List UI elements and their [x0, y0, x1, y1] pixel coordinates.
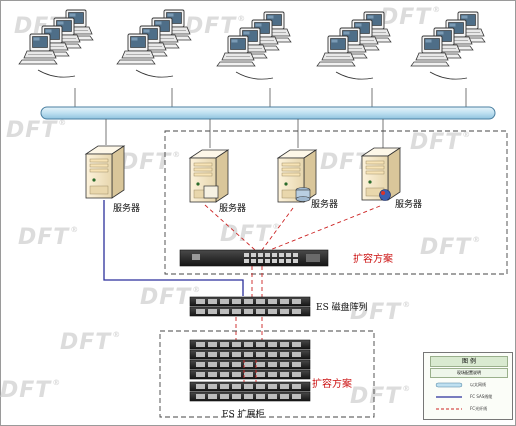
watermark: DFT® — [6, 118, 68, 143]
watermark: DFT® — [410, 130, 472, 155]
server-1 — [85, 145, 125, 199]
es-expansion-cabinet — [189, 339, 311, 402]
server-label-4: 服务器 — [395, 200, 423, 210]
watermark: DFT® — [185, 14, 247, 39]
watermark: DFT® — [0, 378, 62, 403]
legend: 图 例 现场配置说明 以太网线 FC SAS线缆 FC光纤线 — [423, 352, 513, 420]
globe-icon — [379, 189, 391, 201]
workstation-group-1 — [19, 10, 93, 77]
watermark: DFT® — [380, 5, 442, 30]
fc-fiber-cable-icon — [436, 408, 462, 410]
expansion-label-cabinets: 扩容方案 — [312, 379, 352, 390]
watermark: DFT® — [60, 330, 122, 355]
watermark: DFT® — [350, 300, 412, 325]
watermark: DFT® — [120, 150, 182, 175]
expansion-box-cabinets — [159, 330, 375, 418]
workstation-group-2 — [117, 10, 191, 77]
watermark: DFT® — [420, 235, 482, 260]
fc-sas-cable-icon — [436, 396, 462, 398]
legend-item: FC SAS线缆 — [432, 392, 506, 402]
server-label-1: 服务器 — [113, 204, 141, 214]
legend-subtitle: 现场配置说明 — [430, 368, 508, 378]
watermark: DFT® — [140, 285, 202, 310]
network-backbone — [40, 106, 496, 120]
workstation-group-4 — [317, 12, 391, 79]
expansion-box-servers — [164, 130, 508, 275]
es-disk-array-label: ES 磁盘阵列 — [316, 303, 368, 313]
ethernet-icon — [435, 382, 463, 388]
es-cabinet-label: ES 扩展柜 — [222, 410, 265, 420]
server-label-3: 服务器 — [311, 200, 339, 210]
legend-item: 以太网线 — [432, 380, 506, 390]
server-label-2: 服务器 — [219, 204, 247, 214]
legend-title: 图 例 — [430, 356, 508, 367]
fc-switch — [179, 249, 329, 267]
legend-item: FC光纤线 — [432, 404, 506, 414]
workstation-group-3 — [217, 12, 291, 79]
watermark: DFT® — [350, 384, 412, 409]
watermark: DFT® — [18, 225, 80, 250]
es-disk-array — [189, 296, 311, 317]
document-icon — [203, 185, 219, 199]
expansion-label-servers: 扩容方案 — [353, 254, 393, 265]
workstation-group-5 — [411, 12, 485, 79]
